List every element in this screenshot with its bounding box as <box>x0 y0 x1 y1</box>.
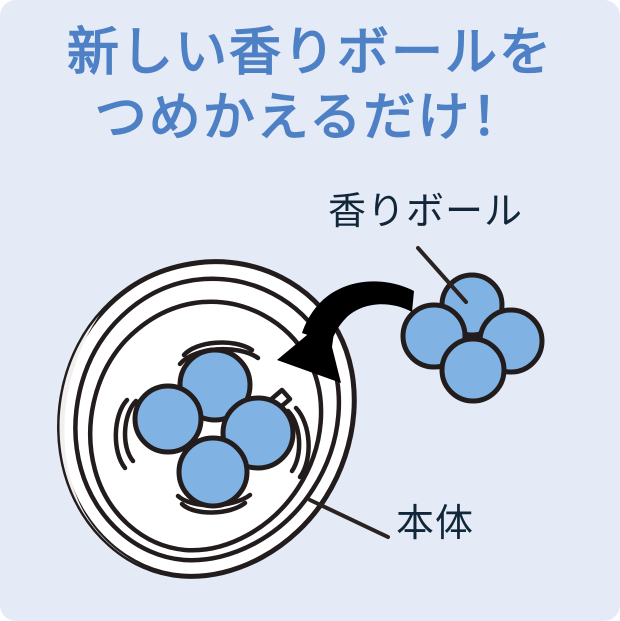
device-ball-left <box>132 383 204 455</box>
leader-line-fragrance-ball <box>416 246 468 304</box>
insert-arrow <box>277 281 414 383</box>
slot-bracket-left <box>122 398 139 464</box>
fragrance-ball-cluster <box>400 272 545 404</box>
leader-lines <box>308 246 468 539</box>
leader-line-main-body <box>308 498 390 539</box>
headline-line-2: つめかえるだけ！ <box>94 89 526 147</box>
slot-bracket-bottom <box>179 500 248 515</box>
device-body <box>57 259 357 579</box>
headline-line-1: 新しい香りボールを <box>66 24 553 82</box>
label-main-body: 本体 <box>396 503 475 545</box>
device-ball-bottom <box>176 435 250 509</box>
cluster-ball-bottom <box>439 336 507 404</box>
slot-bracket-right <box>285 408 302 474</box>
arrow-head <box>277 310 341 383</box>
device-fragrance-balls <box>132 347 296 509</box>
slot-bracket-top <box>181 340 255 358</box>
label-fragrance-ball: 香りボール <box>328 191 524 233</box>
